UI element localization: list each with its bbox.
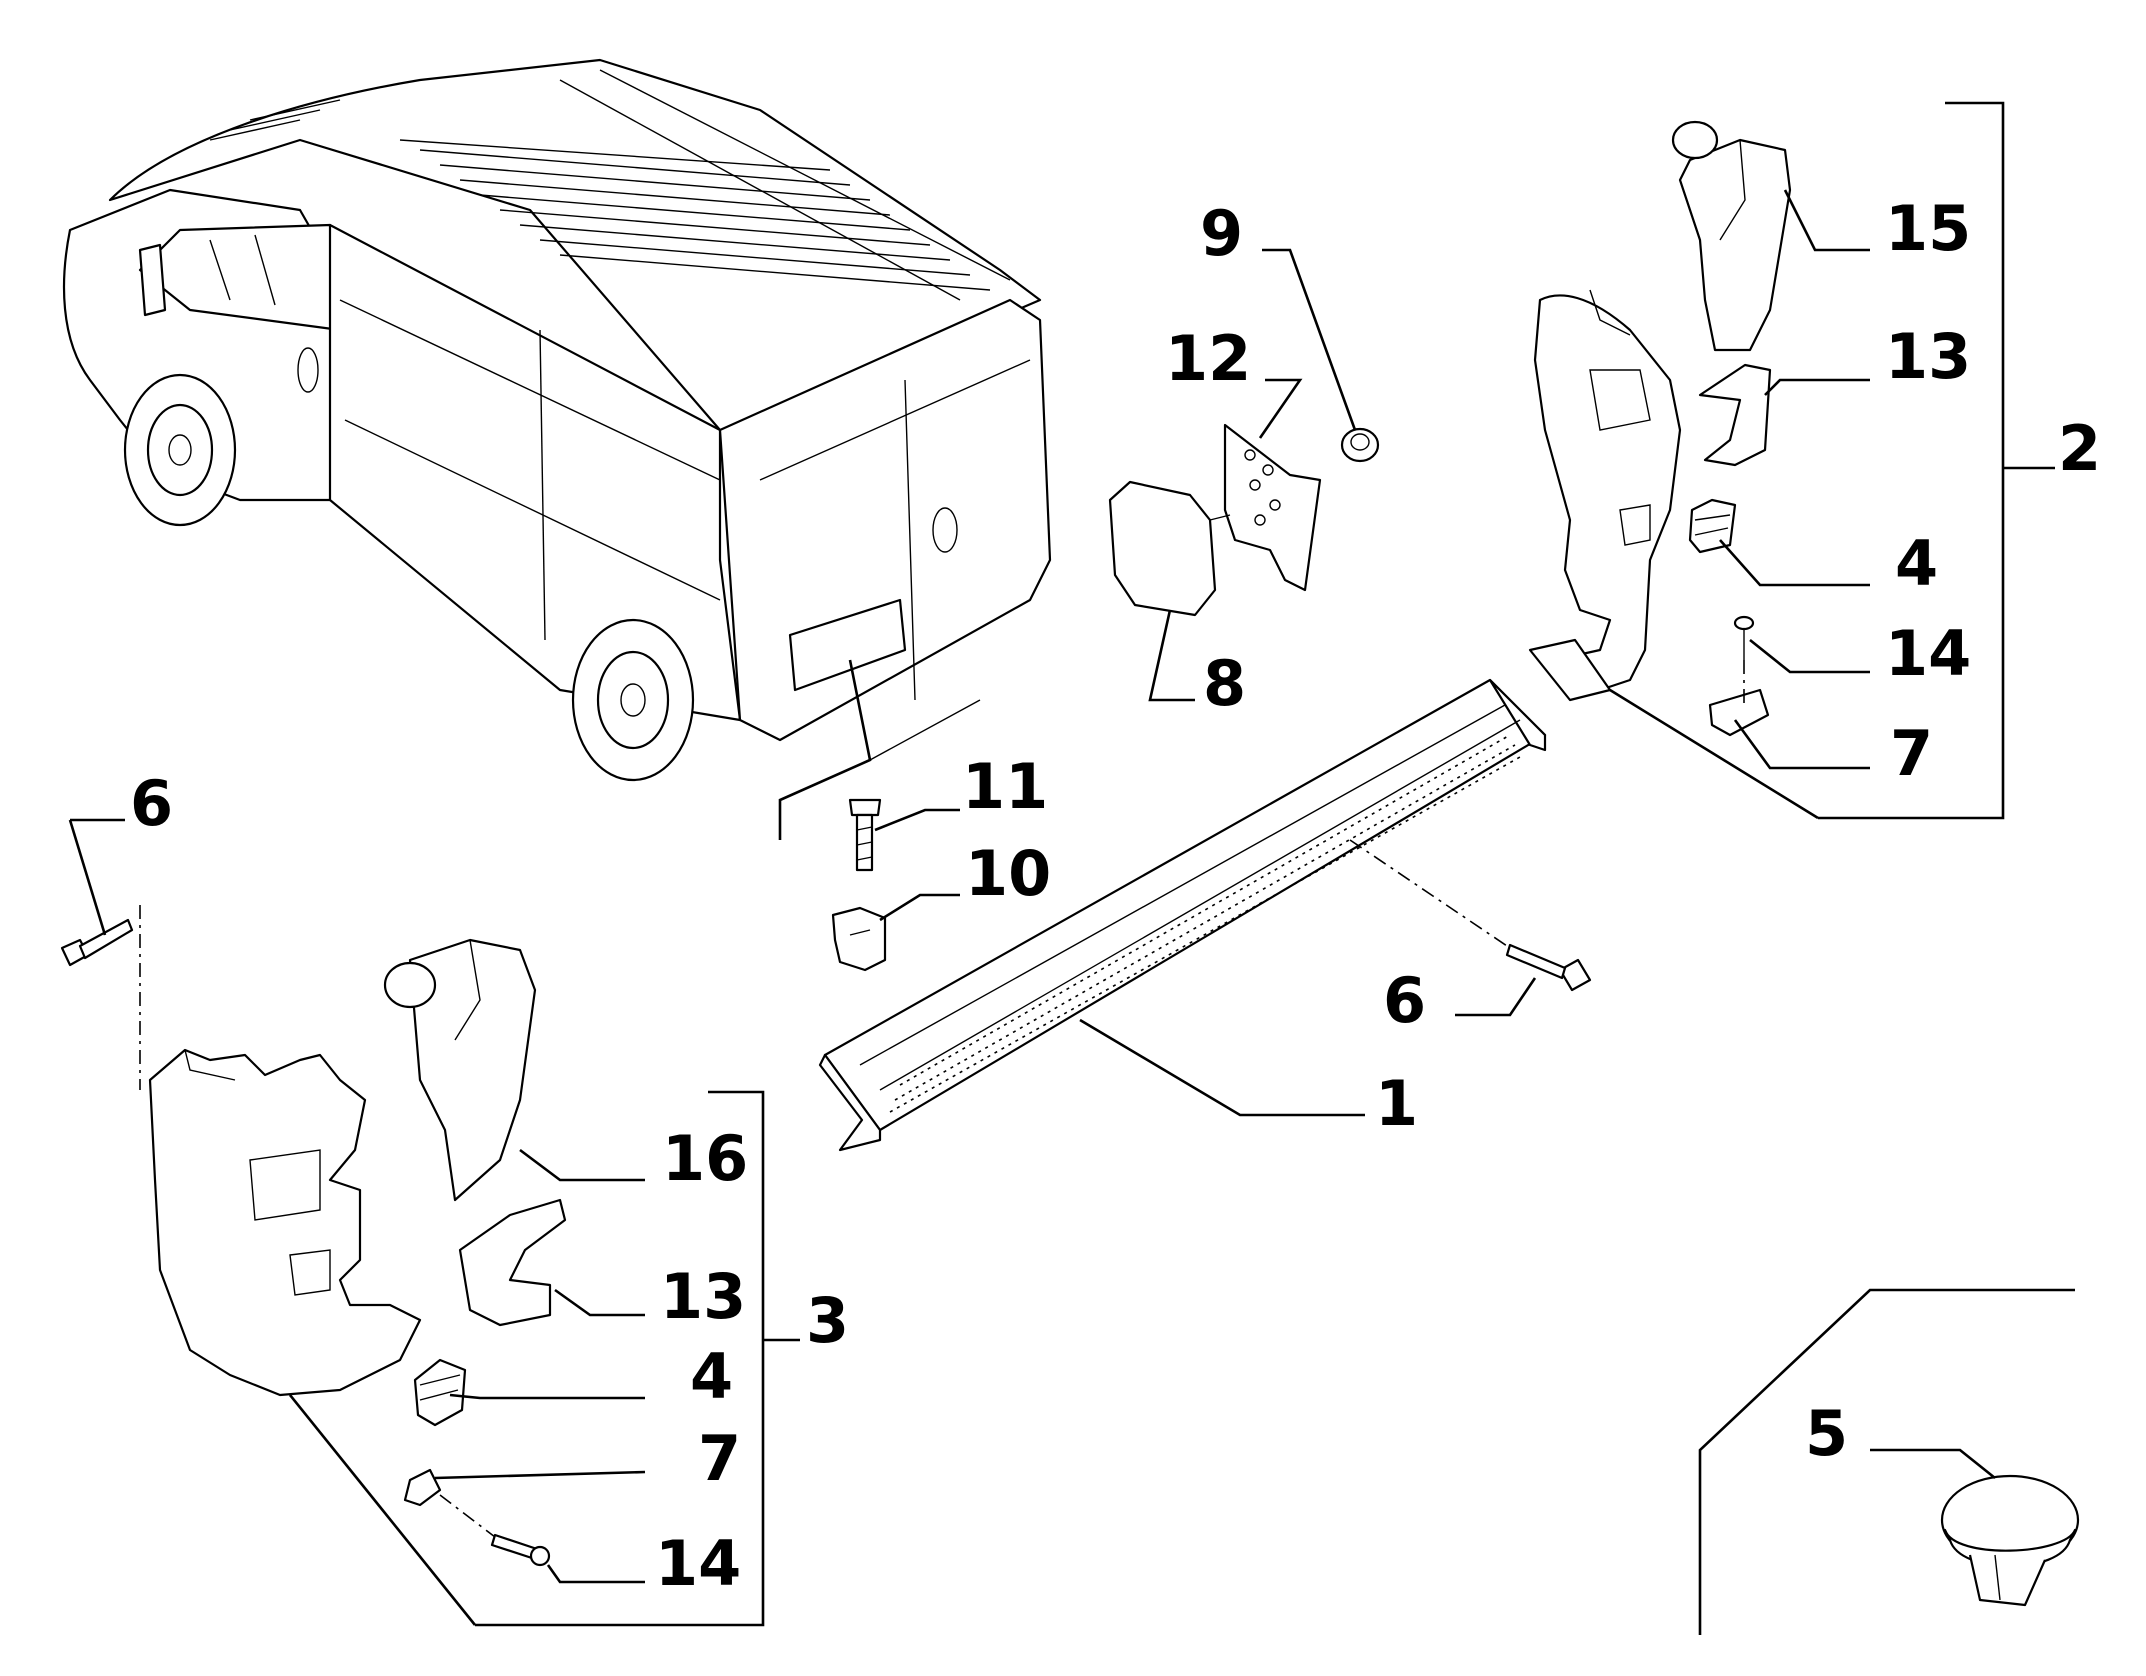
callout-labels: 1 2 3 4 4 5 6 6 7 7 8 9 10 11 12 13 13 1… (130, 192, 2101, 1600)
callout-14-right: 14 (1885, 617, 1971, 690)
retainer-part-left (403, 1468, 442, 1507)
deflector-part-left (383, 938, 537, 1202)
bolt-part-6-right (1505, 943, 1592, 992)
screw-part-left (439, 1494, 551, 1567)
callout-6-left: 6 (130, 767, 173, 840)
callout-9: 9 (1200, 197, 1243, 270)
sill-step-part (818, 678, 1547, 1152)
callout-16: 16 (662, 1122, 748, 1195)
deflector-part (1671, 120, 1792, 352)
plug-part (1698, 1288, 2080, 1635)
callout-10: 10 (965, 837, 1051, 910)
callout-7-left: 7 (698, 1422, 741, 1495)
callout-1: 1 (1375, 1067, 1418, 1140)
leader-lines (68, 101, 2055, 1627)
callout-14-left: 14 (655, 1527, 741, 1600)
pad-part-right (1688, 498, 1737, 554)
callout-4-left: 4 (690, 1340, 733, 1413)
nut-part-10 (831, 906, 887, 972)
callout-5: 5 (1805, 1397, 1848, 1470)
van-illustration (62, 58, 1052, 840)
pad-part-left (413, 1358, 467, 1427)
screw-part-right (1733, 615, 1755, 660)
front-end-cap-assembly (148, 1048, 422, 1397)
callout-13-right: 13 (1885, 320, 1971, 393)
clip-part-right (1698, 363, 1772, 467)
callout-4-right: 4 (1895, 527, 1938, 600)
callout-6-right: 6 (1383, 964, 1426, 1037)
callout-12: 12 (1165, 322, 1251, 395)
callout-7-right: 7 (1890, 717, 1933, 790)
rear-end-cap-assembly (1528, 289, 1682, 702)
bracket-part (1223, 423, 1322, 592)
callout-15: 15 (1885, 192, 1971, 265)
bolt-part-11 (848, 798, 882, 872)
callout-3: 3 (806, 1284, 849, 1357)
callout-13-left: 13 (660, 1260, 746, 1333)
callout-11: 11 (962, 750, 1048, 823)
grommet-part (1340, 427, 1380, 463)
cover-part (1108, 480, 1231, 617)
clip-part-left (458, 1198, 567, 1327)
callout-8: 8 (1203, 647, 1246, 720)
callout-2: 2 (2058, 412, 2101, 485)
retainer-part-right (1708, 660, 1770, 737)
bolt-part-6-left (60, 918, 134, 967)
